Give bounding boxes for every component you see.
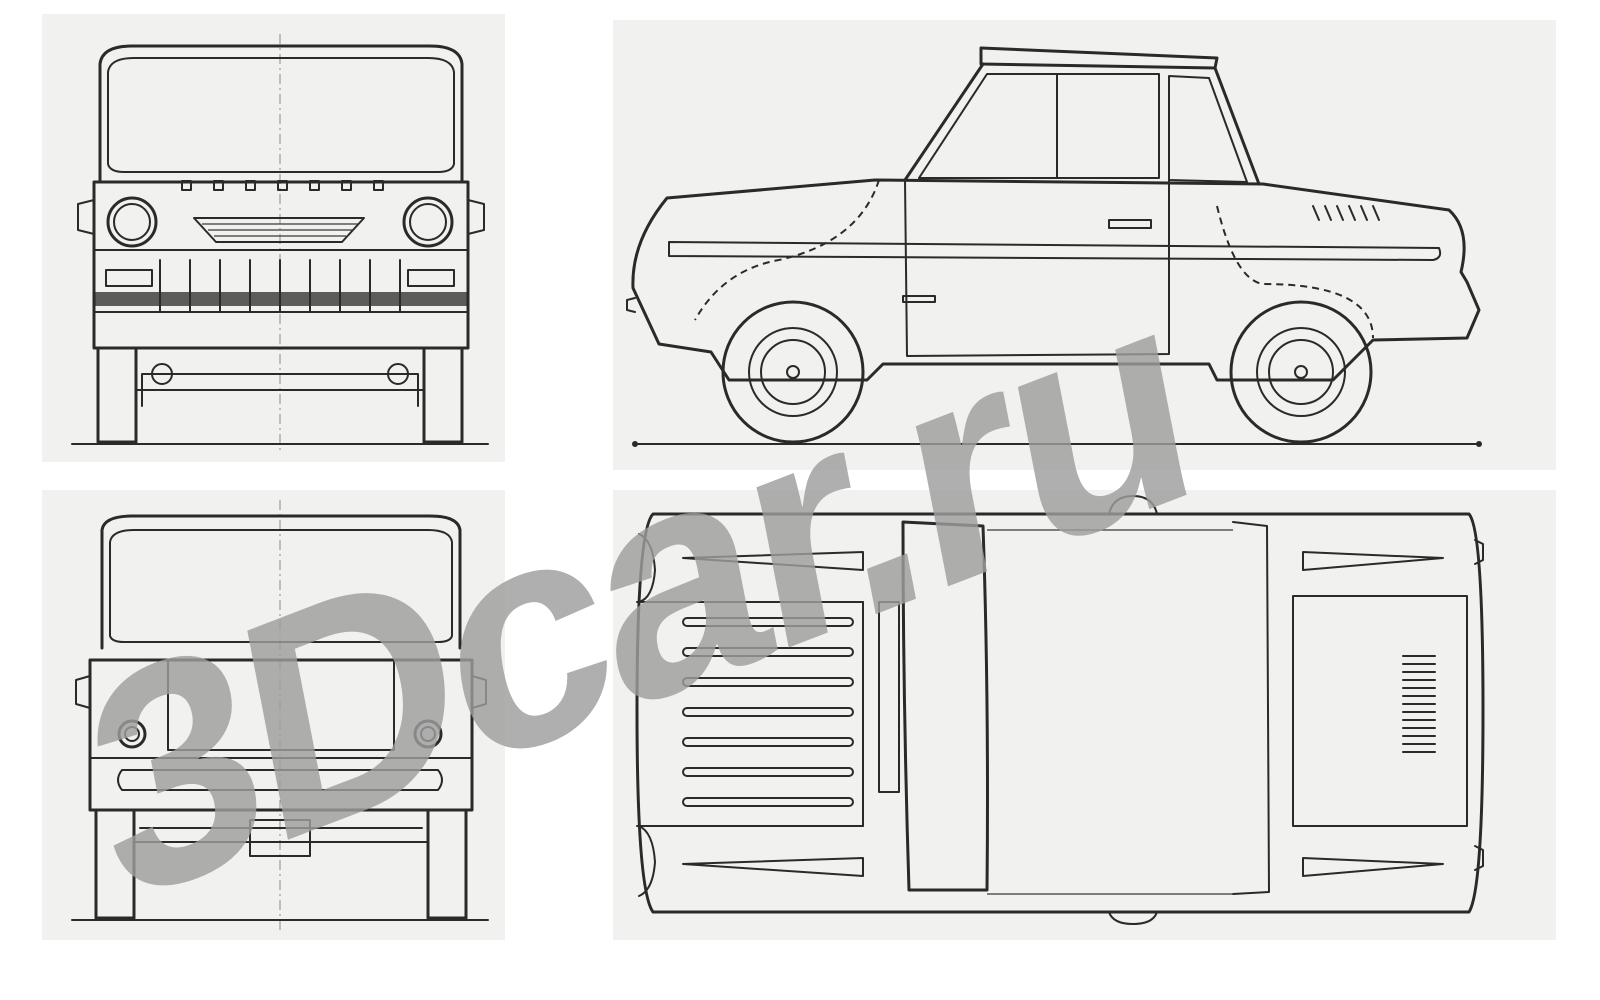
top-engine-lid (1292, 595, 1468, 827)
top-wedge-fr (682, 857, 864, 877)
front-axle (135, 373, 425, 407)
side-front-bumper (626, 297, 636, 313)
side-view-panel (613, 20, 1556, 470)
rear-bumper (117, 769, 443, 791)
front-windshield (107, 57, 455, 173)
side-front-window (918, 73, 1160, 179)
side-roof (979, 46, 1219, 70)
rear-axle (133, 827, 429, 843)
side-strake (668, 241, 1442, 261)
side-vents (1312, 205, 1380, 221)
rear-hatch (167, 659, 395, 751)
top-handle-bottom (1108, 911, 1158, 925)
side-rear-window (1168, 75, 1248, 183)
rear-differential (249, 819, 311, 857)
top-headlight-left (638, 533, 656, 603)
top-front-cabin (901, 520, 989, 892)
front-indicator-left (105, 269, 153, 287)
front-grille (159, 259, 401, 313)
top-wedge-fl (682, 551, 864, 571)
front-emblem (193, 217, 365, 243)
top-engine-grille (1402, 655, 1436, 753)
front-vent-row (181, 180, 384, 191)
rear-cab-outline (100, 514, 462, 650)
front-view-drawing (71, 34, 489, 454)
top-handle-top (1108, 495, 1158, 515)
top-wedge-rr (1302, 857, 1444, 877)
top-body-outline (635, 512, 1485, 914)
front-headlight-right (402, 196, 454, 248)
rear-window (109, 529, 453, 643)
side-door-handle (1108, 219, 1152, 229)
top-view-drawing (635, 495, 1485, 925)
front-indicator-right (407, 269, 455, 287)
side-rear-wheel (1229, 300, 1373, 444)
front-wheel-left (96, 346, 138, 444)
front-wheel-right (422, 346, 464, 444)
top-windshield-frame (878, 601, 900, 793)
top-wedge-rl (1302, 551, 1444, 571)
top-bonnet-louvres (682, 617, 854, 807)
rear-wheel-right (426, 808, 468, 920)
rear-view-panel (42, 490, 505, 940)
rear-light-left (117, 719, 147, 749)
top-view-panel (613, 490, 1556, 940)
side-view-drawing (626, 46, 1482, 447)
rear-view-drawing (71, 500, 489, 930)
front-cab-outline (98, 44, 464, 184)
side-body (631, 178, 1481, 382)
front-view-panel (42, 14, 505, 462)
top-rear-pillar (1232, 521, 1270, 895)
rear-light-right (413, 719, 443, 749)
front-headlight-left (106, 196, 158, 248)
rear-wheel-left (94, 808, 136, 920)
side-door (904, 179, 1170, 357)
top-headlight-right (638, 825, 656, 897)
side-front-wheel (721, 300, 865, 444)
